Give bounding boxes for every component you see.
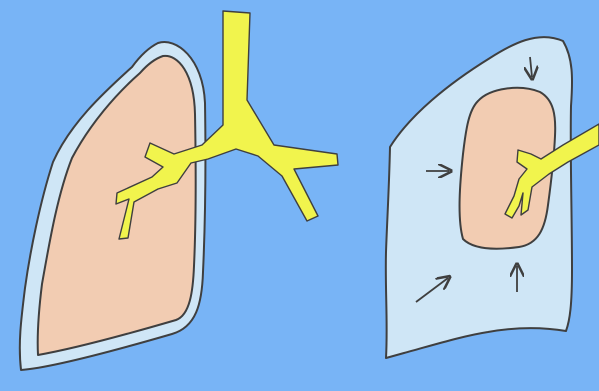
normal-lung-tissue [38,56,196,355]
normal-lung [20,11,338,370]
collapsed-lung [386,37,599,358]
